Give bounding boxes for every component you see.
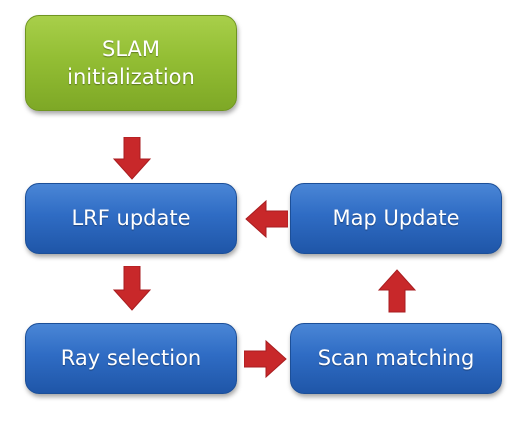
lrf-update-label: LRF update (71, 206, 191, 231)
lrf-update-node: LRF update (25, 183, 237, 254)
arrow-right-ray-to-scan (244, 339, 287, 379)
ray-selection-node: Ray selection (25, 323, 237, 394)
scan-matching-label: Scan matching (317, 346, 475, 371)
map-update-node: Map Update (290, 183, 502, 254)
arrow-up-scan-to-map (377, 269, 417, 313)
arrow-down-lrf-to-ray (112, 266, 152, 311)
scan-matching-node: Scan matching (290, 323, 502, 394)
slam-initialization-node: SLAM initialization (25, 15, 237, 111)
map-update-label: Map Update (332, 206, 460, 231)
slam-initialization-line2: initialization (67, 65, 195, 89)
slam-initialization-line1: SLAM (101, 36, 160, 61)
arrow-down-slam-to-lrf (112, 137, 152, 180)
ray-selection-label: Ray selection (60, 346, 202, 371)
arrow-left-map-to-lrf (245, 199, 288, 239)
